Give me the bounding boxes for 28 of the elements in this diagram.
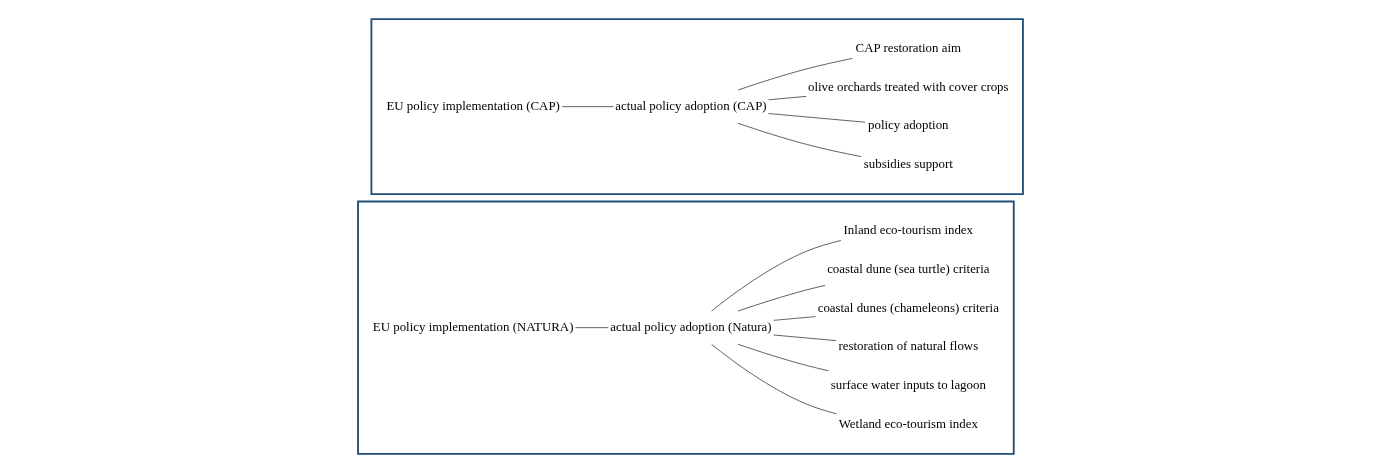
connector xyxy=(768,95,807,101)
node-text: Wetland eco-tourism index xyxy=(838,416,978,431)
connector xyxy=(737,122,862,158)
connector xyxy=(711,240,842,312)
node-text: subsidies support xyxy=(863,157,953,172)
connector xyxy=(737,343,829,372)
node-text: surface water inputs to lagoon xyxy=(830,378,986,393)
node-text: policy adoption xyxy=(868,118,949,133)
connector xyxy=(773,316,816,321)
node-text: restoration of natural flows xyxy=(838,339,979,354)
connector xyxy=(574,327,609,329)
node-text: EU policy implementation (NATURA) xyxy=(372,320,574,335)
node-text: EU policy implementation (CAP) xyxy=(386,99,560,114)
node-text: olive orchards treated with cover crops xyxy=(808,79,1009,94)
node-text: actual policy adoption (CAP) xyxy=(615,99,767,114)
node-text: actual policy adoption (Natura) xyxy=(610,320,772,335)
connector xyxy=(737,284,826,312)
node-text: coastal dune (sea turtle) criteria xyxy=(827,262,990,277)
connector xyxy=(561,106,615,108)
connector xyxy=(737,57,853,91)
node-text: coastal dunes (chameleons) criteria xyxy=(817,300,999,315)
connector xyxy=(773,334,837,342)
cluster xyxy=(370,18,1024,196)
node-text: Inland eco-tourism index xyxy=(843,223,974,238)
node-text: CAP restoration aim xyxy=(855,41,961,56)
connector xyxy=(768,113,866,123)
connector xyxy=(711,343,837,415)
cluster xyxy=(357,200,1015,455)
